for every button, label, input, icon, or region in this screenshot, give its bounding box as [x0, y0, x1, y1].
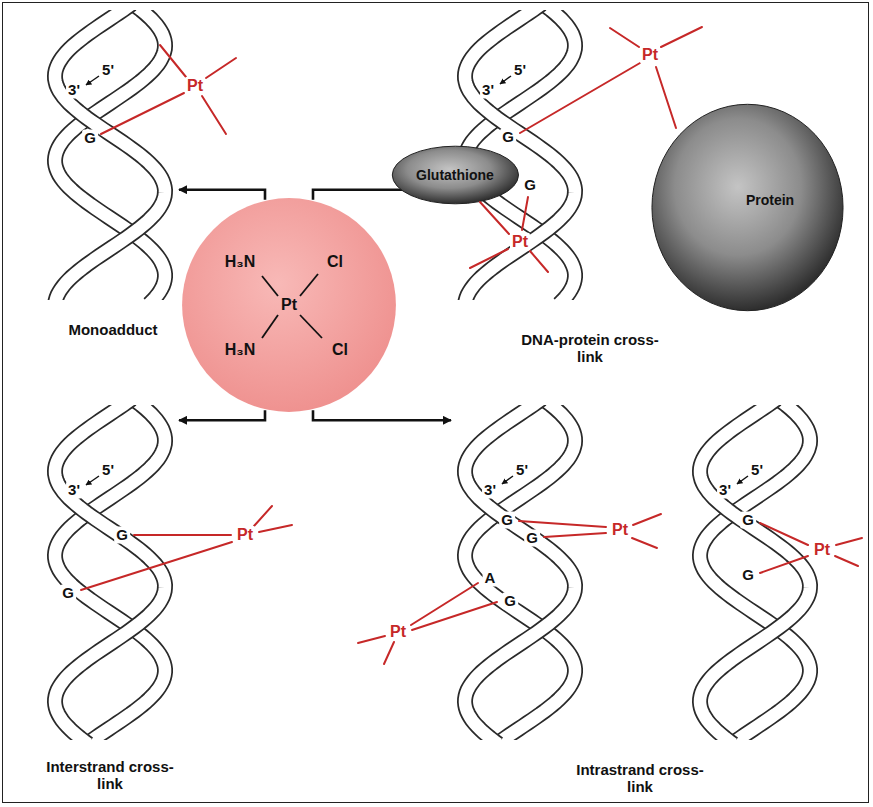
cisplatin-circle: H₃NClPtH₃NCl: [181, 197, 397, 413]
node-text: H₃N: [225, 341, 256, 359]
molecule-blob: Glutathione: [391, 145, 520, 205]
node-text: G: [114, 526, 130, 543]
platinum-label: Pt: [812, 541, 832, 559]
helix-shape: [455, 405, 585, 740]
node-text: 5': [100, 461, 116, 478]
platinum-label: Pt: [235, 526, 255, 544]
node-text: 3': [480, 81, 496, 98]
helix-shape: [45, 10, 175, 300]
node-text: H₃N: [225, 253, 256, 271]
dna-helix: 5'3'GGPtInterstrand cross-link: [45, 405, 175, 740]
node-text: 5': [514, 461, 530, 478]
caption-label: Intrastrand cross-link: [570, 761, 710, 796]
node-text: 5': [512, 61, 528, 78]
node-text: G: [499, 511, 515, 528]
node-text: Cl: [332, 341, 348, 359]
node-text: 3': [66, 81, 82, 98]
node-text: Protein: [746, 192, 794, 208]
molecule-blob: Protein: [650, 100, 845, 315]
node-text: 3': [482, 481, 498, 498]
platinum-label: Pt: [640, 46, 660, 64]
dna-helix: 5'3'GGAGPtPt: [455, 405, 585, 740]
node-text: G: [740, 566, 756, 583]
caption-label: DNA-protein cross-link: [520, 331, 660, 366]
node-text: Cl: [327, 253, 343, 271]
platinum-label: Pt: [185, 77, 205, 95]
strand-direction-arrows: [86, 76, 748, 485]
reaction-arrow: [313, 410, 451, 420]
node-text: 3': [66, 481, 82, 498]
caption-label: Monoadduct: [43, 321, 183, 338]
node-text: 5': [749, 461, 765, 478]
node-text: A: [483, 569, 498, 586]
dna-helix: 5'3'GPtMonoadduct: [45, 10, 175, 300]
helix-shape: [45, 405, 175, 740]
node-text: 3': [717, 481, 733, 498]
node-text: Glutathione: [416, 167, 494, 183]
platinum-label: Pt: [510, 233, 530, 251]
node-text: G: [740, 511, 756, 528]
node-text: G: [522, 176, 538, 193]
reaction-arrow: [179, 190, 265, 200]
node-text: G: [524, 529, 540, 546]
caption-label: Interstrand cross-link: [40, 758, 180, 793]
node-text: G: [502, 592, 518, 609]
platinum-label: Pt: [388, 623, 408, 641]
dna-helix: 5'3'GGPt: [690, 405, 820, 740]
node-text: G: [82, 129, 98, 146]
node-text: G: [60, 584, 76, 601]
node-text: G: [500, 128, 516, 145]
platinum-label: Pt: [610, 521, 630, 539]
node-text: 5': [100, 61, 116, 78]
node-text: Pt: [281, 296, 297, 314]
reaction-arrow: [179, 410, 265, 420]
